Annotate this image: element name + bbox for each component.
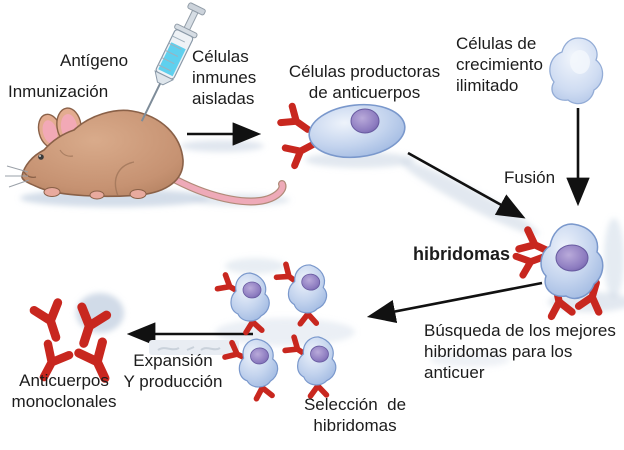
label-unlimited-growth-cells: Células de crecimiento ilimitado	[456, 34, 543, 96]
mouse-whiskers	[5, 165, 30, 188]
arrow-bcell-to-fusion	[407, 151, 526, 219]
label-immunization: Inmunización	[8, 82, 109, 101]
label-hybridoma-selection: Selección de hibridomas	[303, 395, 407, 436]
b-cell-nucleus	[350, 108, 380, 134]
syringe-needle	[140, 83, 162, 122]
label-search-best-hybridomas: Búsqueda de los mejores hibridomas para …	[424, 321, 616, 383]
mouse-illustration	[5, 107, 287, 206]
b-cell	[281, 100, 406, 165]
hybridoma-cell	[516, 223, 606, 316]
myeloma-cell	[549, 37, 604, 105]
label-expansion-production: Expansión Y producción	[123, 351, 223, 392]
label-monoclonal-antibodies: Anticuerpos monoclonales	[11, 371, 117, 412]
label-isolated-immune-cells: Células inmunes aisladas	[192, 47, 257, 109]
syringe-icon	[140, 2, 206, 122]
arrow-hybridoma-to-selection	[366, 281, 543, 324]
label-fusion: Fusión	[504, 168, 556, 187]
hybridoma-nucleus	[555, 244, 589, 272]
mouse-eye	[38, 154, 44, 160]
label-antigen: Antígeno	[60, 51, 129, 70]
label-antibody-producing-cells: Células productoras de anticuerpos	[288, 62, 441, 103]
label-hybridomas: hibridomas	[413, 244, 511, 264]
erased-text-remnant	[149, 340, 239, 355]
mouse-feet	[43, 187, 147, 200]
